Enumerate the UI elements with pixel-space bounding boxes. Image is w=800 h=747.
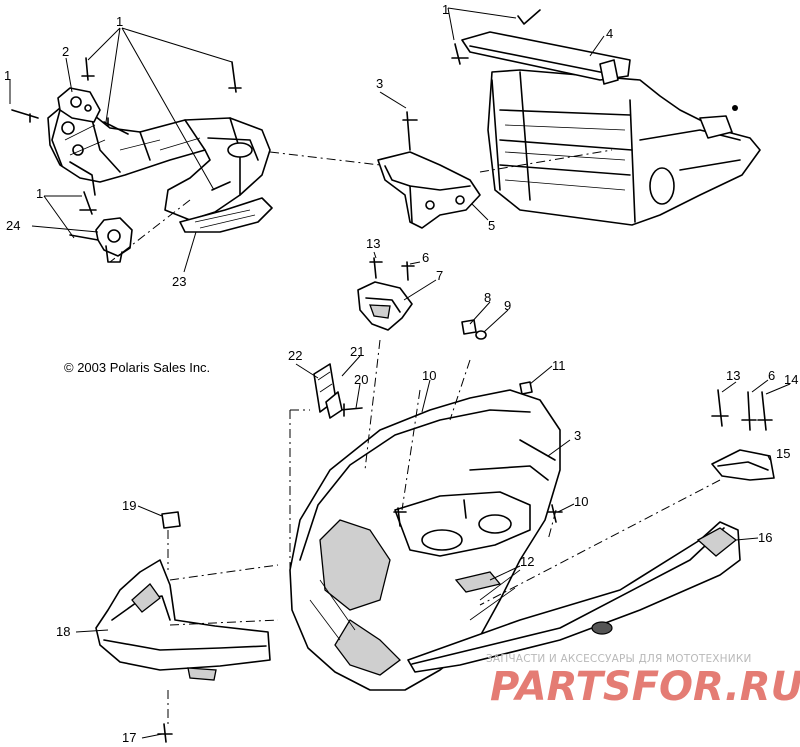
hood-bracket [357, 281, 413, 331]
callout-2: 2 [62, 44, 69, 59]
chassis-frame [487, 69, 761, 226]
callout-1: 1 [116, 14, 123, 29]
callout-6: 6 [422, 250, 429, 265]
callout-9: 9 [504, 298, 511, 313]
copyright-notice: © 2003 Polaris Sales Inc. [64, 360, 210, 375]
callout-12: 12 [520, 554, 534, 569]
callout-1: 1 [36, 186, 43, 201]
callout-23: 23 [172, 274, 186, 289]
mounting-plates [313, 363, 343, 419]
callout-21: 21 [350, 344, 364, 359]
skid-plate [179, 197, 273, 233]
watermark-tagline: ЗАПЧАСТИ И АКСЕССУАРЫ ДЛЯ МОТОТЕХНИКИ [486, 653, 752, 665]
callout-19: 19 [122, 498, 136, 513]
cross-brace [451, 9, 631, 85]
small-hardware [339, 257, 533, 417]
callout-13: 13 [366, 236, 380, 251]
callout-5: 5 [488, 218, 495, 233]
leader-lines [9, 7, 791, 739]
side-panel-15 [547, 389, 775, 523]
callout-3: 3 [574, 428, 581, 443]
watermark-logo: PARTSFOR.RU [490, 664, 800, 710]
frame-bolts [11, 57, 242, 241]
callout-16: 16 [758, 530, 772, 545]
callout-14: 14 [784, 372, 798, 387]
callout-6: 6 [768, 368, 775, 383]
corner-bracket-lower [95, 217, 133, 263]
front-bumper [95, 511, 271, 743]
callout-4: 4 [606, 26, 613, 41]
callout-17: 17 [122, 730, 136, 745]
callout-8: 8 [484, 290, 491, 305]
callout-1: 1 [4, 68, 11, 83]
callout-3: 3 [376, 76, 383, 91]
watermark: ЗАПЧАСТИ И АКСЕССУАРЫ ДЛЯ МОТОТЕХНИКИ PA… [486, 653, 800, 710]
callout-11: 11 [552, 358, 566, 373]
callout-10: 10 [574, 494, 588, 509]
callout-10: 10 [422, 368, 436, 383]
callout-18: 18 [56, 624, 70, 639]
callout-22: 22 [288, 348, 302, 363]
callout-7: 7 [436, 268, 443, 283]
callout-24: 24 [6, 218, 20, 233]
assembly-lines [109, 149, 721, 724]
front-frame-bracket [47, 107, 271, 221]
callout-labels: 1 1 1 1 2 3 3 4 5 6 6 7 8 9 10 10 11 12 … [4, 2, 798, 745]
callout-20: 20 [354, 372, 368, 387]
callout-13: 13 [726, 368, 740, 383]
corner-bracket-upper [57, 87, 101, 123]
callout-15: 15 [776, 446, 790, 461]
belly-pan [289, 389, 561, 691]
bulkhead-brace [377, 111, 481, 229]
callout-1: 1 [442, 2, 449, 17]
side-skirt [407, 521, 741, 673]
